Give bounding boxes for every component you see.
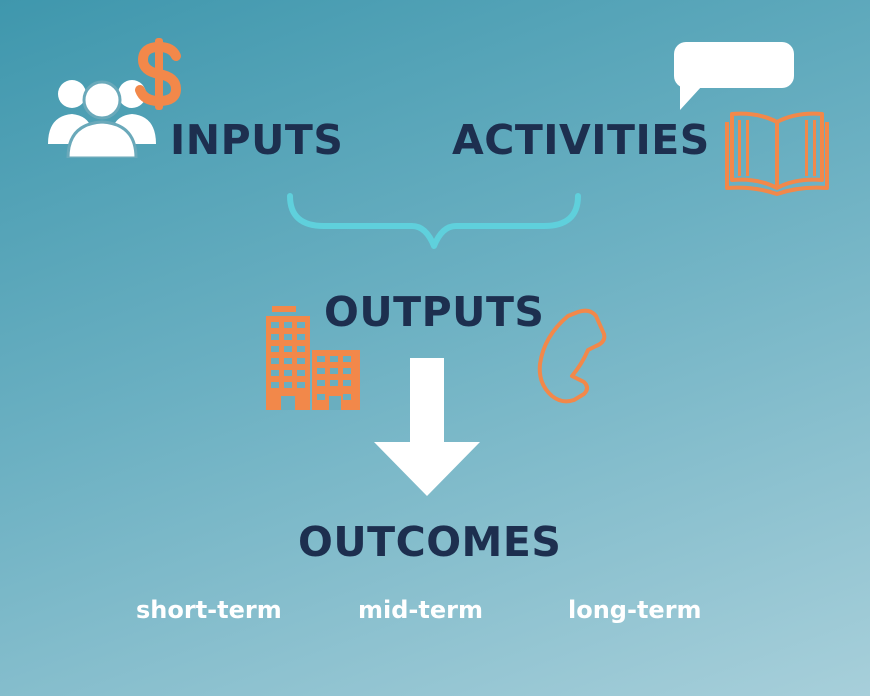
inputs-label: INPUTS [170,116,344,164]
outcome-term-mid: mid-term [358,596,483,624]
outcome-term-long: long-term [568,596,702,624]
office-buildings-icon [264,306,362,410]
outcome-term-short: short-term [136,596,282,624]
outcomes-label: OUTCOMES [298,518,562,566]
speech-bubble-icon [672,40,796,112]
dollar-sign-icon [132,38,188,110]
curly-brace-connector-icon [284,192,584,258]
activities-label: ACTIVITIES [452,116,710,164]
outputs-label: OUTPUTS [324,288,545,336]
telephone-handset-icon [532,306,608,404]
open-book-icon [724,108,830,198]
people-group-icon [46,72,158,158]
down-arrow-icon [374,358,480,496]
